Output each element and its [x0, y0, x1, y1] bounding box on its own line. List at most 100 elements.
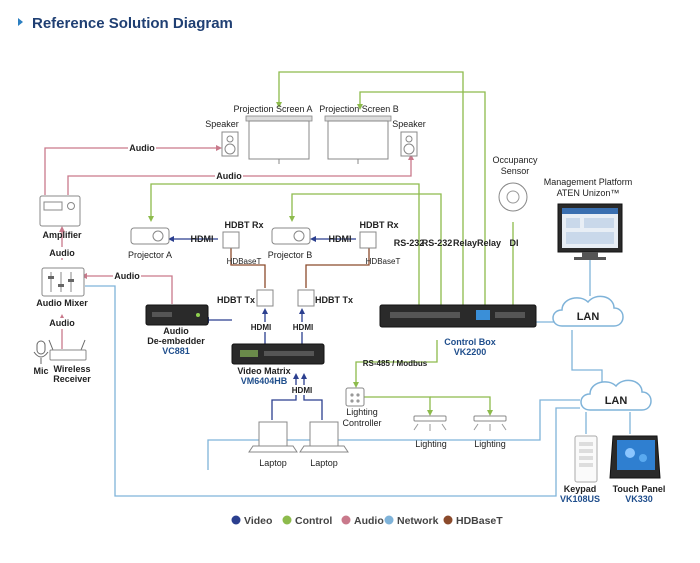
arrow-icon — [408, 154, 414, 160]
network-wire-mixer-lan — [85, 285, 580, 497]
control-box: Control Box VK2200 — [379, 304, 537, 357]
de-embedder-icon — [145, 304, 209, 326]
screen-surface — [327, 120, 389, 160]
lan-label-lower: LAN — [605, 395, 628, 407]
hdbt-tx-icon — [256, 289, 274, 307]
label-bg — [113, 270, 141, 281]
light-ray — [501, 423, 507, 431]
receiver-antenna — [80, 339, 86, 351]
projector-lens — [293, 230, 305, 242]
hdbaset-label-a: HDBaseT — [227, 257, 262, 266]
hdbt-tx-icon — [297, 289, 315, 307]
lan-cloud-lower: LAN — [580, 379, 652, 411]
occupancy-sensor: Occupancy Sensor — [492, 155, 538, 212]
touch-panel-graphic — [625, 448, 635, 458]
lighting-2: Lighting — [473, 415, 507, 449]
arrow-icon — [262, 308, 268, 314]
label-bg — [128, 142, 156, 153]
de-embedder-label-line1: Audio — [163, 326, 189, 336]
touch-panel: Touch Panel VK330 — [609, 435, 666, 504]
page-title: Reference Solution Diagram — [32, 15, 233, 32]
arrow-icon — [427, 410, 433, 416]
projection-screen-a: Projection Screen A — [233, 104, 313, 164]
arrow-icon — [59, 226, 65, 232]
laptop-icon — [299, 445, 349, 453]
lighting-controller-button — [356, 399, 360, 403]
monitor-widget — [566, 218, 580, 228]
projection-screen-b: Projection Screen B — [319, 104, 399, 164]
video-matrix-buttons — [264, 351, 314, 356]
hdmi-label-tx-a: HDMI — [251, 323, 271, 332]
audio-label-speaker-b: Audio — [216, 171, 242, 181]
hdbaset-wire-b — [305, 248, 370, 288]
arrow-icon — [353, 382, 359, 388]
title-arrow-icon — [18, 18, 23, 26]
lighting-1: Lighting — [413, 415, 447, 449]
touch-panel-label: Touch Panel — [613, 484, 666, 494]
keypad-key — [579, 463, 593, 467]
lighting-controller-label-line1: Lighting — [346, 407, 378, 417]
keypad-key — [579, 449, 593, 453]
legend: Video Control Audio Network HDBaseT — [231, 515, 503, 527]
label-bg — [290, 322, 316, 332]
hdbaset-wire-a — [230, 248, 266, 288]
touch-panel-model: VK330 — [625, 494, 653, 504]
lighting-1-label: Lighting — [415, 439, 447, 449]
control-box-ports — [390, 312, 460, 318]
hdmi-label-tx-b: HDMI — [293, 323, 313, 332]
arrow-icon — [289, 216, 295, 222]
video-matrix-label: Video Matrix — [237, 366, 290, 376]
wireless-receiver-icon — [49, 349, 87, 361]
legend-audio-dot — [341, 515, 351, 525]
projector-b: Projector B — [268, 227, 312, 260]
laptop-1-label: Laptop — [259, 458, 287, 468]
touch-panel-graphic — [639, 454, 647, 462]
amplifier: Amplifier — [39, 195, 82, 240]
receiver-antenna — [48, 339, 54, 351]
projector-a: Projector A — [128, 227, 172, 260]
port-relay-2: Relay — [477, 238, 501, 248]
management-platform: Management Platform ATEN Unizon™ — [544, 177, 633, 260]
video-matrix-model: VM6404HB — [241, 376, 288, 386]
screen-roller — [324, 115, 392, 122]
laptop-screen — [309, 421, 339, 447]
laptop-icon — [248, 445, 298, 453]
management-platform-label-line1: Management Platform — [544, 177, 633, 187]
audio-de-embedder: Audio De-embedder VC881 — [145, 304, 209, 356]
arrowheads — [59, 102, 493, 416]
light-fixture-icon — [473, 415, 507, 422]
audio-label-mixer-amp: Audio — [49, 248, 75, 258]
sensor-lens — [506, 190, 520, 204]
laptop-1: Laptop — [248, 421, 298, 468]
audio-mixer-icon — [41, 267, 85, 297]
de-embedder-model: VC881 — [162, 346, 190, 356]
hdbt-tx-b: HDBT Tx — [297, 289, 353, 307]
cloud-icon — [552, 295, 624, 327]
light-fixture-icon — [413, 415, 447, 422]
touch-panel-screen — [617, 440, 655, 470]
control-box-ports — [495, 312, 525, 318]
control-box-model: VK2200 — [454, 347, 487, 357]
light-ray — [413, 423, 419, 431]
de-embedder-panel — [152, 312, 172, 317]
keypad-model: VK108US — [560, 494, 600, 504]
lan-cloud-upper: LAN — [552, 295, 624, 327]
management-platform-label-line2: ATEN Unizon™ — [557, 188, 620, 198]
cloud-icon — [580, 379, 652, 411]
legend-video-dot — [231, 515, 241, 525]
arrow-icon — [293, 373, 299, 379]
legend-hdbaset-label: HDBaseT — [456, 515, 503, 527]
legend-network-label: Network — [397, 515, 439, 527]
monitor-widget — [584, 218, 614, 228]
monitor-base — [574, 257, 606, 260]
keypad-label: Keypad — [564, 484, 597, 494]
lighting-controller-label-line2: Controller — [342, 418, 381, 428]
light-ray — [441, 423, 447, 431]
speaker-tweeter — [226, 135, 234, 143]
speaker-b: Speaker — [392, 119, 426, 157]
lighting-controller-icon — [345, 387, 365, 407]
arrow-icon — [310, 236, 316, 242]
speaker-b-label: Speaker — [392, 119, 426, 129]
control-wire-lighting-2 — [430, 396, 491, 413]
